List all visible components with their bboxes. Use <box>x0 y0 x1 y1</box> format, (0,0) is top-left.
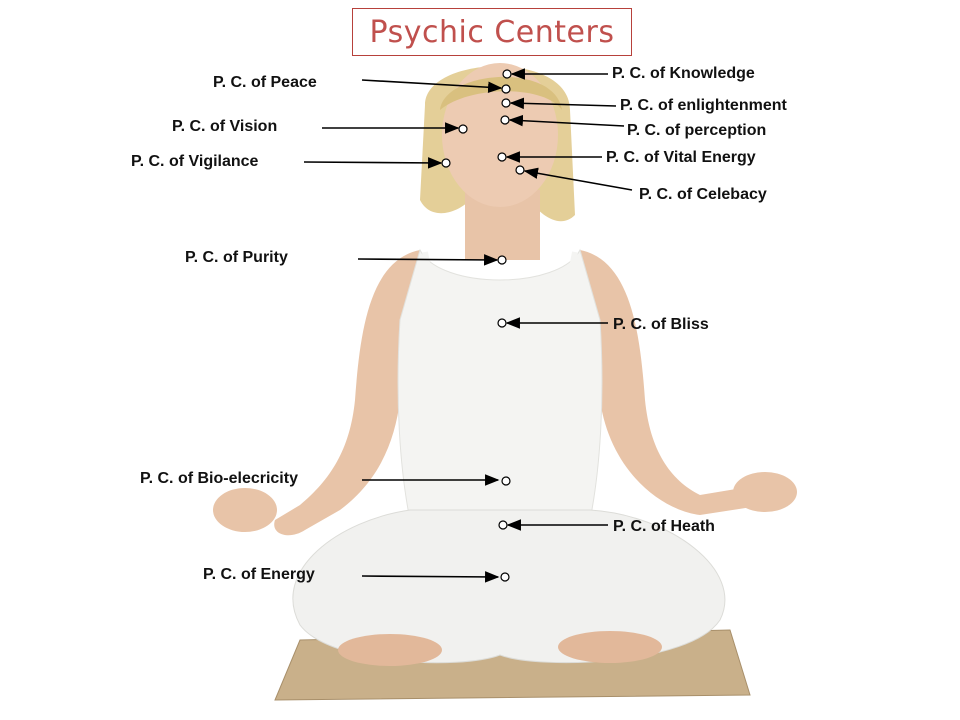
point-heath <box>498 520 508 530</box>
label-vital-energy: P. C. of Vital Energy <box>606 149 756 166</box>
label-vision: P. C. of Vision <box>172 118 278 135</box>
diagram-title: Psychic Centers <box>369 14 615 50</box>
label-bio-electricity: P. C. of Bio-elecricity <box>140 470 298 487</box>
arrow-purity <box>357 254 499 266</box>
right-arm <box>580 250 775 515</box>
label-knowledge: P. C. of Knowledge <box>612 65 755 82</box>
label-peace: P. C. of Peace <box>213 74 317 91</box>
point-celebacy <box>515 165 525 175</box>
point-energy <box>500 572 510 582</box>
label-heath: P. C. of Heath <box>613 518 715 535</box>
strap-left <box>422 251 435 291</box>
right-hand <box>733 472 797 512</box>
point-bliss <box>497 318 507 328</box>
point-knowledge <box>502 69 512 79</box>
label-enlightenment: P. C. of enlightenment <box>620 97 787 114</box>
hair-fringe <box>440 76 562 110</box>
point-perception <box>500 115 510 125</box>
point-purity <box>497 255 507 265</box>
label-bliss: P. C. of Bliss <box>613 316 709 333</box>
label-purity: P. C. of Purity <box>185 249 288 266</box>
point-enlightenment <box>501 98 511 108</box>
point-peace <box>501 84 511 94</box>
white-top <box>397 248 603 521</box>
point-vital-energy <box>497 152 507 162</box>
label-energy: P. C. of Energy <box>203 566 315 583</box>
white-pants <box>292 509 726 664</box>
arrow-energy <box>361 571 500 583</box>
label-vigilance: P. C. of Vigilance <box>131 153 259 170</box>
point-vision <box>458 124 468 134</box>
strap-right <box>565 251 578 291</box>
left-hand <box>213 488 277 532</box>
right-foot <box>558 631 662 663</box>
left-arm <box>274 250 420 536</box>
arrow-celebacy <box>523 167 633 191</box>
title-box: Psychic Centers <box>352 8 632 56</box>
left-foot <box>338 634 442 666</box>
arrow-vigilance <box>303 157 443 169</box>
arrow-enlightenment <box>509 97 617 110</box>
point-bio-electricity <box>501 476 511 486</box>
label-perception: P. C. of perception <box>627 122 767 139</box>
arrow-peace <box>361 79 503 94</box>
arrow-perception <box>508 114 625 127</box>
label-celebacy: P. C. of Celebacy <box>639 186 767 203</box>
point-vigilance <box>441 158 451 168</box>
